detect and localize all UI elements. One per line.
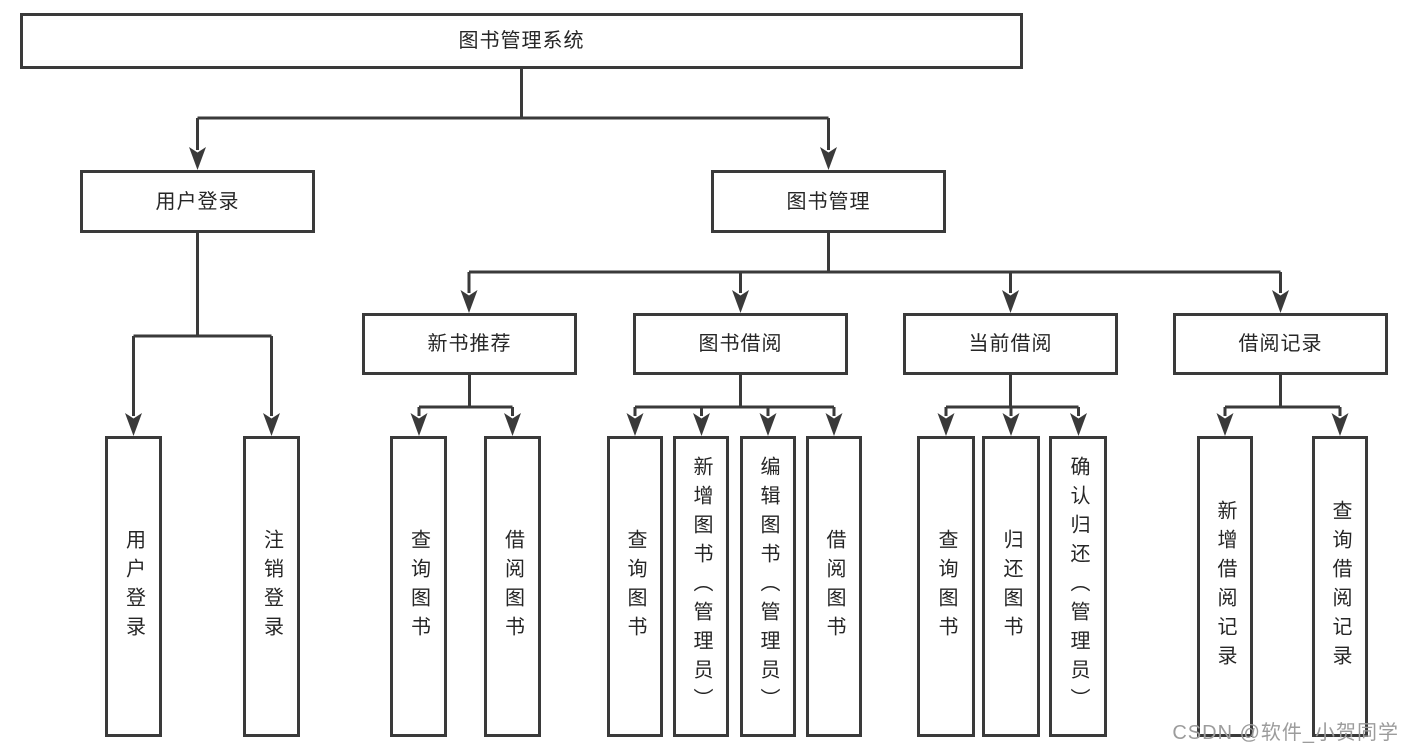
node-label: 查询借阅记录	[1329, 499, 1351, 674]
node-label: 编辑图书（管理员）	[757, 456, 779, 717]
node-leaf-borrow-books: 借阅图书	[806, 436, 862, 737]
node-label: 新增借阅记录	[1214, 499, 1236, 674]
node-leaf-query-books-current: 查询图书	[917, 436, 975, 737]
node-leaf-add-books-admin: 新增图书（管理员）	[673, 436, 729, 737]
node-label: 当前借阅	[968, 333, 1053, 355]
node-leaf-return-books: 归还图书	[982, 436, 1040, 737]
node-label: 借阅记录	[1238, 333, 1323, 355]
node-label: 确认归还（管理员）	[1067, 456, 1089, 717]
node-label: 注销登录	[260, 528, 283, 645]
node-label: 查询图书	[935, 528, 957, 645]
node-leaf-borrow-books-recommendation: 借阅图书	[484, 436, 541, 737]
connector-edges	[132, 69, 1342, 416]
watermark-text: CSDN @软件_小贺同学	[1172, 722, 1399, 744]
node-leaf-user-login: 用户登录	[105, 436, 162, 737]
node-library-management-system: 图书管理系统	[20, 13, 1023, 69]
node-book-borrowing: 图书借阅	[633, 313, 848, 375]
node-label: 用户登录	[155, 190, 240, 213]
node-user-login: 用户登录	[80, 170, 315, 233]
node-label: 用户登录	[122, 528, 145, 645]
connector-arrowheads	[125, 147, 1349, 436]
node-book-management: 图书管理	[711, 170, 946, 233]
node-leaf-query-borrow-record: 查询借阅记录	[1312, 436, 1368, 737]
node-leaf-query-books-borrowing: 查询图书	[607, 436, 663, 737]
node-label: 查询图书	[407, 528, 430, 645]
node-borrowing-records: 借阅记录	[1173, 313, 1388, 375]
node-new-book-recommendation: 新书推荐	[362, 313, 577, 375]
node-leaf-add-borrow-record: 新增借阅记录	[1197, 436, 1253, 737]
node-leaf-edit-books-admin: 编辑图书（管理员）	[740, 436, 796, 737]
node-leaf-query-books-recommendation: 查询图书	[390, 436, 447, 737]
node-label: 借阅图书	[823, 528, 845, 645]
node-label: 图书管理	[786, 190, 871, 213]
node-label: 图书管理系统	[458, 30, 585, 52]
node-label: 归还图书	[1000, 528, 1022, 645]
node-leaf-confirm-return-admin: 确认归还（管理员）	[1049, 436, 1107, 737]
node-current-borrowing: 当前借阅	[903, 313, 1118, 375]
node-label: 新书推荐	[427, 333, 512, 355]
node-label: 图书借阅	[698, 333, 783, 355]
node-label: 新增图书（管理员）	[690, 456, 712, 717]
node-label: 查询图书	[624, 528, 646, 645]
node-leaf-logout: 注销登录	[243, 436, 300, 737]
node-label: 借阅图书	[501, 528, 524, 645]
